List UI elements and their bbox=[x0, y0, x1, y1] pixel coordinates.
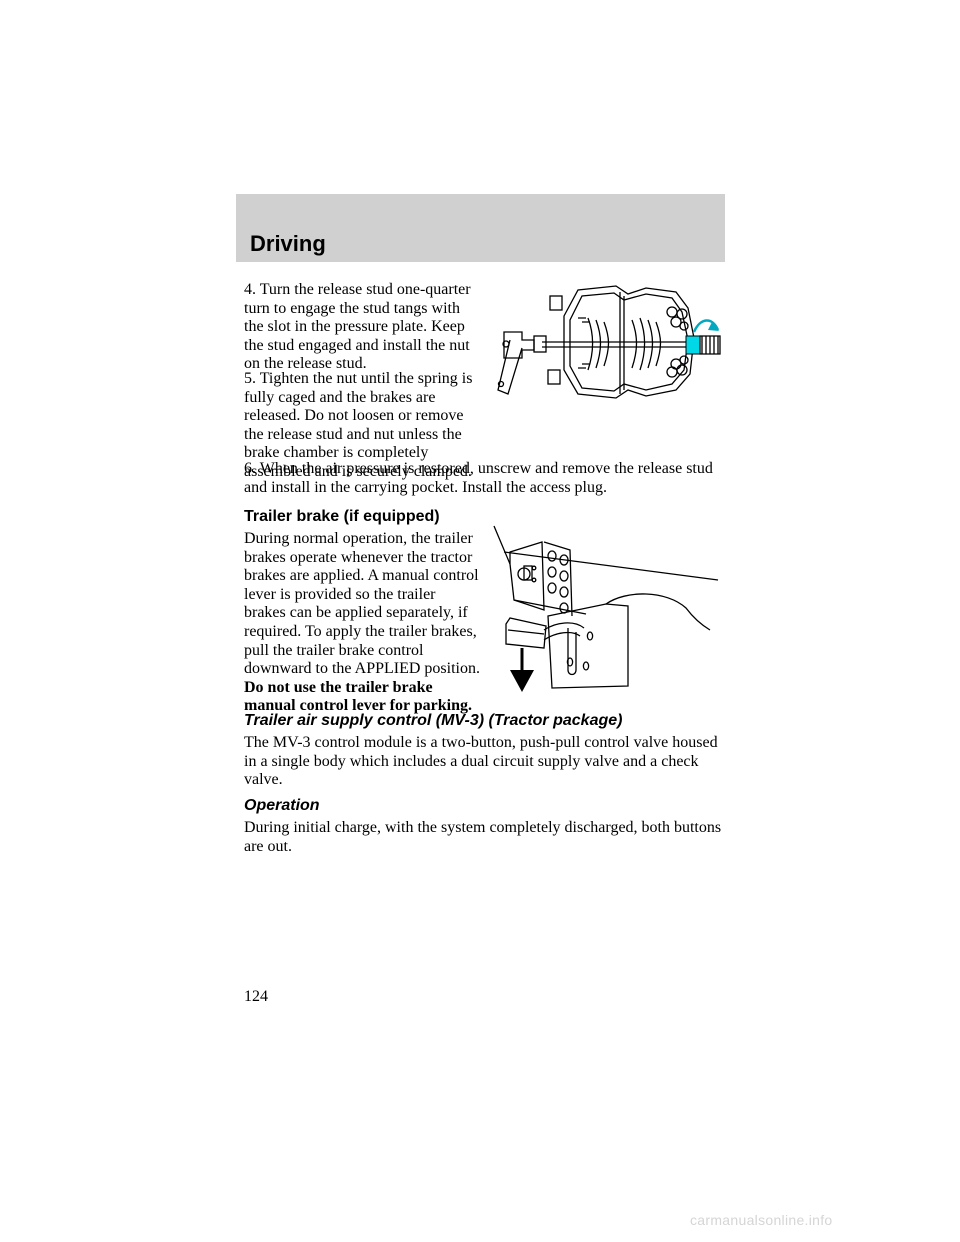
brake-chamber-illustration bbox=[497, 285, 721, 399]
mv3-text: The MV-3 control module is a two-button,… bbox=[244, 734, 718, 789]
step-5-text: 5. Tighten the nut until the spring is f… bbox=[244, 370, 473, 480]
trailer-brake-heading: Trailer brake (if equipped) bbox=[244, 508, 440, 525]
mv3-heading: Trailer air supply control (MV-3) (Tract… bbox=[244, 712, 623, 729]
trailer-brake-warning: Do not use the trailer brake manual cont… bbox=[244, 678, 472, 715]
watermark: carmanualsonline.info bbox=[690, 1212, 833, 1228]
trailer-brake-lever-illustration bbox=[493, 525, 719, 692]
operation-text: During initial charge, with the system c… bbox=[244, 819, 722, 855]
step-5-text-start: 5. Tighten the nut until the spring is f… bbox=[244, 370, 484, 482]
section-header-band: Driving bbox=[236, 194, 725, 262]
trailer-brake-paragraph: During normal operation, the trailer bra… bbox=[244, 530, 480, 716]
step-6-text: 6. When the air pressure is restored, un… bbox=[244, 460, 713, 496]
section-title: Driving bbox=[250, 231, 326, 256]
operation-heading: Operation bbox=[244, 797, 320, 814]
trailer-brake-text: During normal operation, the trailer bra… bbox=[244, 530, 480, 678]
page-number: 124 bbox=[244, 988, 268, 1005]
step-4-text: 4. Turn the release stud one-quarter tur… bbox=[244, 281, 471, 373]
